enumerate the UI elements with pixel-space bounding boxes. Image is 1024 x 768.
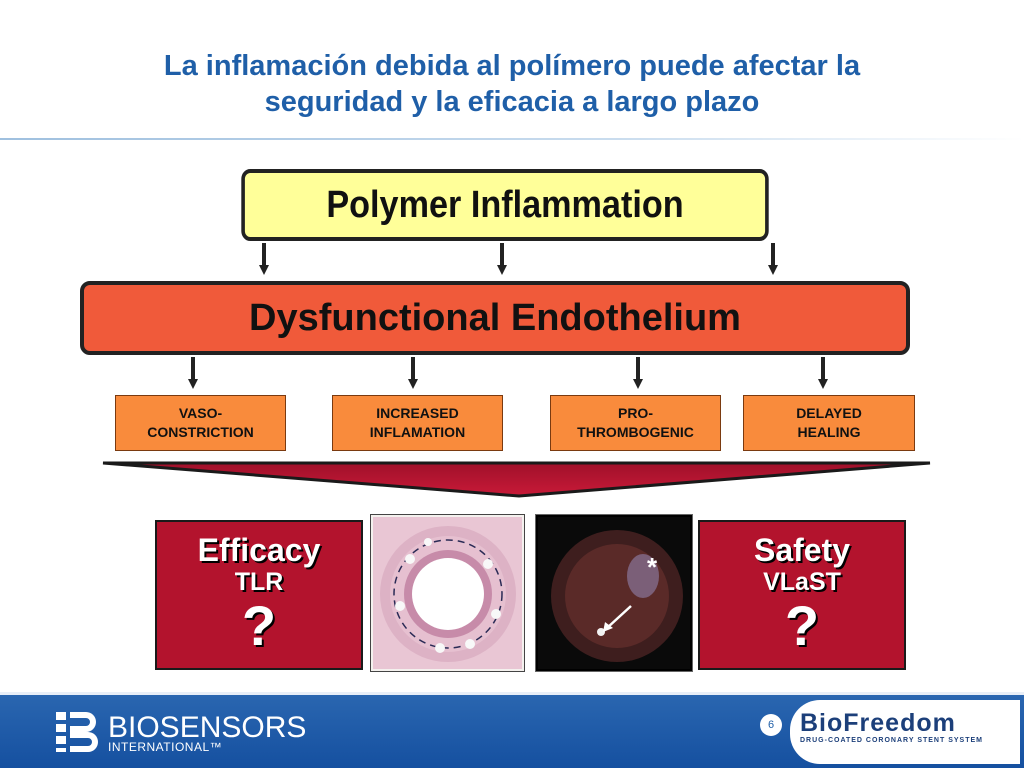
page-title: La inflamación debida al polímero puede … [40, 48, 984, 120]
safety-box: Safety VLaST ? [698, 520, 906, 670]
efficacy-question-mark: ? [241, 594, 277, 657]
title-line-1: La inflamación debida al polímero puede … [163, 50, 861, 82]
polymer-inflammation-label: Polymer Inflammation [326, 183, 684, 226]
effect-label-line1: PRO- [617, 405, 653, 421]
effect-label-line2: THROMBOGENIC [577, 424, 694, 440]
page-number: 6 [760, 714, 782, 736]
effect-label-line1: VASO- [178, 405, 223, 421]
footer-top-rule [0, 692, 1024, 696]
effect-label-line1: DELAYED [796, 405, 862, 421]
biofreedom-logo-panel [790, 700, 1020, 764]
efficacy-box: Efficacy TLR ? [155, 520, 363, 670]
effect-box-delayed-healing: DELAYED HEALING [743, 395, 915, 451]
biosensors-wordmark: BIOSENSORS [108, 711, 307, 744]
polymer-inflammation-box: Polymer Inflammation [241, 169, 769, 241]
effect-box-prothrombogenic: PRO- THROMBOGENIC [550, 395, 721, 451]
biosensors-subtitle: INTERNATIONAL™ [108, 740, 223, 754]
effect-label-line2: CONSTRICTION [147, 424, 254, 440]
dysfunctional-endothelium-label: Dysfunctional Endothelium [249, 296, 741, 339]
title-line-2: seguridad y la eficacia a largo plazo [264, 86, 760, 118]
safety-title: Safety [753, 532, 851, 568]
histology-image [370, 514, 525, 672]
efficacy-subtitle: TLR [234, 568, 284, 596]
biofreedom-wordmark: BioFreedom [800, 709, 956, 737]
effect-label-line2: HEALING [797, 424, 861, 440]
safety-subtitle: VLaST [763, 568, 841, 596]
effect-label-line2: INFLAMATION [369, 424, 466, 440]
biofreedom-subtitle: DRUG-COATED CORONARY STENT SYSTEM [800, 737, 983, 744]
effect-box-increased-inflamation: INCREASED INFLAMATION [332, 395, 503, 451]
effect-box-vasoconstriction: VASO- CONSTRICTION [115, 395, 286, 451]
title-divider [0, 138, 1024, 140]
biosensors-logo-icon [56, 712, 98, 752]
oct-image: * [535, 514, 693, 672]
dysfunctional-endothelium-box: Dysfunctional Endothelium [80, 281, 910, 355]
oct-star-marker: * [647, 552, 658, 582]
efficacy-title: Efficacy [197, 532, 321, 568]
safety-question-mark: ? [784, 594, 820, 657]
effect-label-line1: INCREASED [376, 405, 459, 421]
